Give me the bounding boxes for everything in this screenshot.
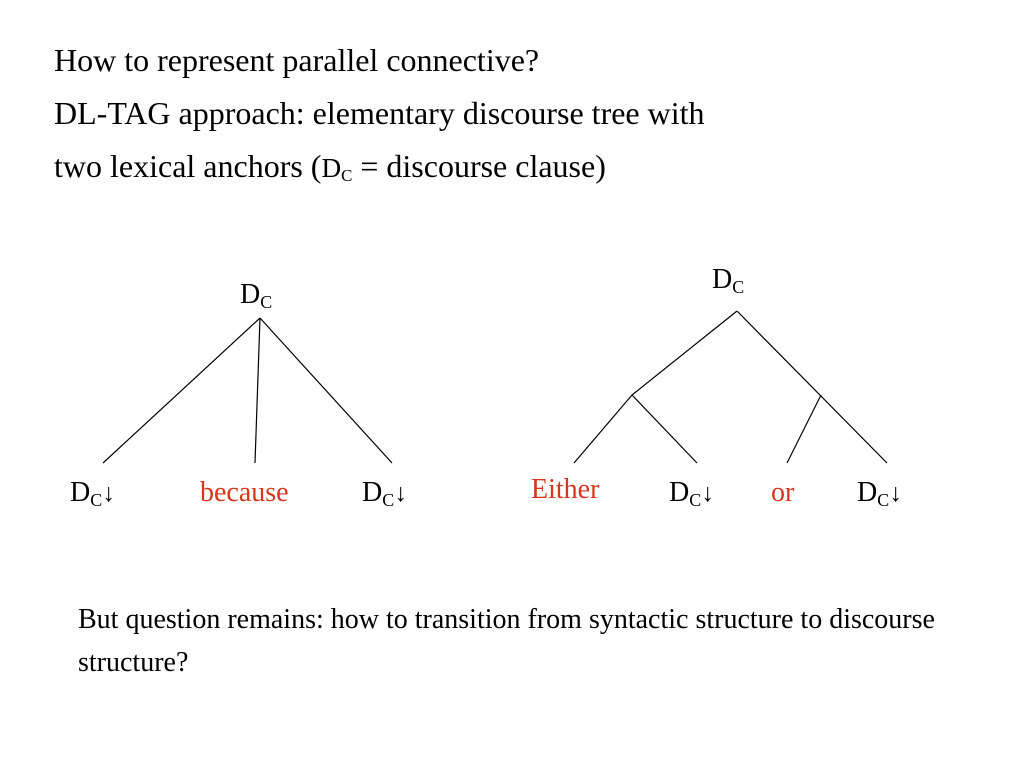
substitution-arrow-icon: ↓ bbox=[889, 480, 902, 507]
left-tree-edge-right bbox=[259, 317, 393, 464]
left-tree-root: DC bbox=[240, 279, 273, 313]
right-tree-edge-dc1 bbox=[631, 394, 698, 464]
substitution-arrow-icon: ↓ bbox=[701, 480, 714, 507]
left-tree-leaf-dc-1: DC↓ bbox=[70, 477, 115, 511]
left-tree-edge-left bbox=[102, 317, 261, 464]
right-tree-leaf-dc-2: DC↓ bbox=[857, 477, 902, 511]
left-tree-edge-middle bbox=[254, 317, 261, 464]
left-tree-leaf-dc-2: DC↓ bbox=[362, 477, 407, 511]
right-tree-edge-root-left bbox=[631, 310, 738, 396]
left-tree-anchor-because: because bbox=[200, 477, 289, 508]
right-tree-root: DC bbox=[712, 264, 745, 298]
heading-line-2: DL-TAG approach: elementary discourse tr… bbox=[54, 95, 705, 131]
heading-line-3-pre: two lexical anchors ( bbox=[54, 148, 322, 184]
right-tree-anchor-or: or bbox=[771, 477, 795, 508]
heading-line-1: How to represent parallel connective? bbox=[54, 42, 540, 78]
footer-question: But question remains: how to transition … bbox=[78, 604, 935, 678]
heading-line-3: two lexical anchors (DC = discourse clau… bbox=[54, 150, 606, 185]
substitution-arrow-icon: ↓ bbox=[394, 480, 407, 507]
right-tree-edge-or bbox=[786, 394, 822, 464]
right-tree-anchor-either: Either bbox=[531, 474, 600, 505]
heading-dc-symbol: DC bbox=[321, 153, 353, 186]
substitution-arrow-icon: ↓ bbox=[102, 480, 115, 507]
heading-line-3-post: = discourse clause) bbox=[352, 148, 606, 184]
right-tree-edge-either bbox=[573, 394, 633, 464]
right-tree-leaf-dc-1: DC↓ bbox=[669, 477, 714, 511]
right-tree-edge-root-right bbox=[736, 310, 888, 464]
